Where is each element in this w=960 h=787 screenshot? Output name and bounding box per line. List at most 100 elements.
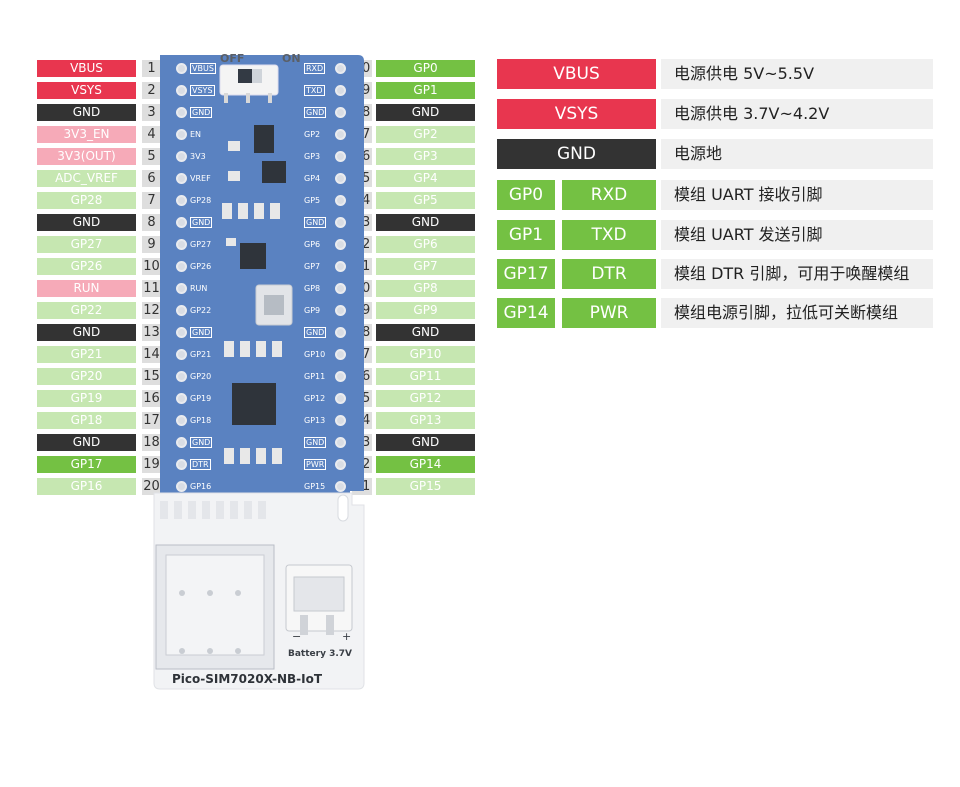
legend-gp1-tag: GP1: [497, 220, 555, 250]
pin-number-15: 15: [142, 368, 161, 385]
silkscreen-label: GP7: [304, 262, 321, 271]
legend-gp14-tag: GP14: [497, 298, 555, 328]
pin-hole: [335, 195, 346, 206]
silkscreen-label: GP26: [190, 262, 212, 271]
silkscreen-label: GP10: [304, 350, 326, 359]
battery-plus-label: +: [342, 630, 352, 643]
pin-label-l-18: GND: [37, 434, 136, 451]
pin-hole: [176, 349, 187, 360]
pin-number-4: 4: [142, 126, 161, 143]
pin-hole: [176, 437, 187, 448]
pin-hole: [335, 327, 346, 338]
pin-label-l-15: GP20: [37, 368, 136, 385]
pin-label-l-2: VSYS: [37, 82, 136, 99]
legend-gp14-func: PWR: [562, 298, 656, 328]
silkscreen-label: GP4: [304, 174, 321, 183]
pin-number-18: 18: [142, 434, 161, 451]
pin-hole: [335, 371, 346, 382]
battery-minus-label: −: [292, 630, 302, 643]
pin-hole: [335, 239, 346, 250]
pin-label-l-19: GP17: [37, 456, 136, 473]
pin-hole: [335, 349, 346, 360]
silkscreen-label: GP15: [304, 482, 326, 491]
legend-vbus-tag: VBUS: [497, 59, 656, 89]
switch-off-label: OFF: [220, 52, 245, 65]
pin-label-l-7: GP28: [37, 192, 136, 209]
switch-on-label: ON: [282, 52, 301, 65]
pin-hole: [176, 129, 187, 140]
pin-hole: [335, 85, 346, 96]
silkscreen-label: GND: [304, 107, 327, 118]
legend-gp1-desc: 模组 UART 发送引脚: [661, 220, 933, 250]
silkscreen-label: GND: [304, 217, 327, 228]
pin-label-r-31: GP7: [376, 258, 475, 275]
pin-label-r-35: GP4: [376, 170, 475, 187]
pin-label-l-4: 3V3_EN: [37, 126, 136, 143]
pin-hole: [335, 437, 346, 448]
pin-label-l-17: GP18: [37, 412, 136, 429]
silkscreen-label: RXD: [304, 63, 326, 74]
silkscreen-label: GP22: [190, 306, 212, 315]
pin-number-6: 6: [142, 170, 161, 187]
pin-number-3: 3: [142, 104, 161, 121]
pin-hole: [176, 305, 187, 316]
legend-gnd-tag: GND: [497, 139, 656, 169]
pin-label-l-13: GND: [37, 324, 136, 341]
silkscreen-label: GND: [190, 327, 213, 338]
legend-gp0-func: RXD: [562, 180, 656, 210]
legend-gp17-desc: 模组 DTR 引脚，可用于唤醒模组: [661, 259, 933, 289]
pin-label-r-30: GP8: [376, 280, 475, 297]
board-outline: [153, 55, 365, 690]
pin-hole: [335, 393, 346, 404]
silkscreen-label: GP11: [304, 372, 326, 381]
pin-hole: [335, 151, 346, 162]
pin-number-14: 14: [142, 346, 161, 363]
pin-label-r-28: GND: [376, 324, 475, 341]
silkscreen-label: GP27: [190, 240, 212, 249]
silkscreen-label: GND: [304, 327, 327, 338]
pin-hole: [335, 283, 346, 294]
legend-gp17-func: DTR: [562, 259, 656, 289]
pin-hole: [335, 107, 346, 118]
silkscreen-label: PWR: [304, 459, 327, 470]
pin-label-r-25: GP12: [376, 390, 475, 407]
silkscreen-label: 3V3: [190, 152, 206, 161]
pin-label-l-3: GND: [37, 104, 136, 121]
pin-hole: [176, 63, 187, 74]
pin-number-10: 10: [142, 258, 161, 275]
pin-label-r-26: GP11: [376, 368, 475, 385]
pin-label-r-37: GP2: [376, 126, 475, 143]
pin-hole: [176, 481, 187, 492]
legend-gp1-func: TXD: [562, 220, 656, 250]
silkscreen-label: GP6: [304, 240, 321, 249]
pin-hole: [176, 107, 187, 118]
pin-label-l-10: GP26: [37, 258, 136, 275]
silkscreen-label: GND: [190, 217, 213, 228]
pin-label-l-12: GP22: [37, 302, 136, 319]
pin-hole: [176, 459, 187, 470]
pin-hole: [176, 195, 187, 206]
pin-label-r-36: GP3: [376, 148, 475, 165]
pin-number-20: 20: [142, 478, 161, 495]
pin-number-13: 13: [142, 324, 161, 341]
legend-gnd-desc: 电源地: [661, 139, 933, 169]
silkscreen-label: GP20: [190, 372, 212, 381]
silkscreen-label: GND: [190, 437, 213, 448]
pin-number-7: 7: [142, 192, 161, 209]
pin-label-r-32: GP6: [376, 236, 475, 253]
battery-label: Battery 3.7V: [288, 649, 352, 659]
silkscreen-label: DTR: [190, 459, 211, 470]
pin-number-16: 16: [142, 390, 161, 407]
pin-label-l-6: ADC_VREF: [37, 170, 136, 187]
pin-label-r-34: GP5: [376, 192, 475, 209]
silkscreen-label: VSYS: [190, 85, 215, 96]
silkscreen-label: TXD: [304, 85, 325, 96]
legend-vbus-desc: 电源供电 5V~5.5V: [661, 59, 933, 89]
pin-number-5: 5: [142, 148, 161, 165]
silkscreen-label: GP18: [190, 416, 212, 425]
pin-hole: [335, 217, 346, 228]
pin-hole: [335, 129, 346, 140]
pin-hole: [176, 217, 187, 228]
silkscreen-label: GP12: [304, 394, 326, 403]
